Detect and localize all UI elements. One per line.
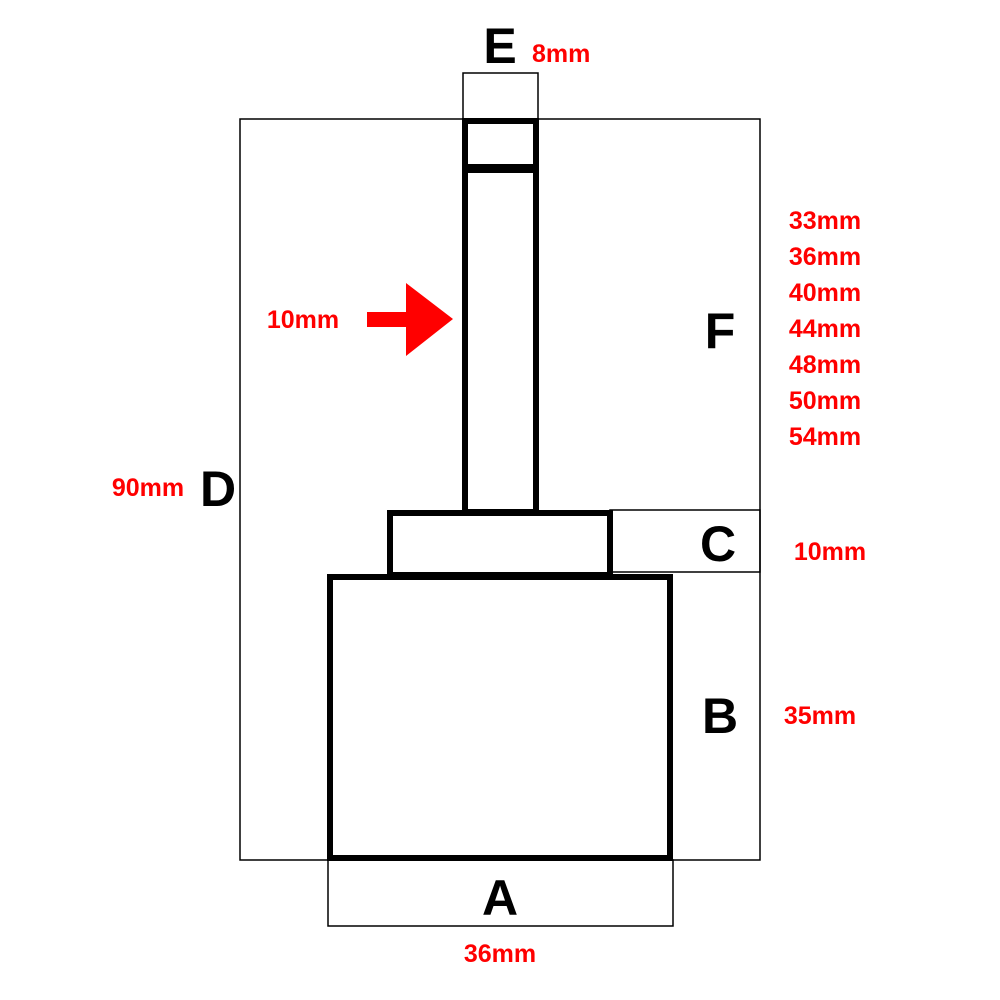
dim-a: 36mm	[464, 940, 536, 968]
dim-f-option: 36mm	[789, 243, 861, 271]
body-b	[327, 574, 673, 861]
part-outline	[327, 118, 673, 861]
dim-b: 35mm	[784, 702, 856, 730]
thin-guide-boxes	[239, 72, 761, 927]
label-a: A	[482, 870, 518, 926]
dim-f-option: 50mm	[789, 387, 861, 415]
dim-f-option: 44mm	[789, 315, 861, 343]
shaft	[462, 167, 539, 515]
c-height-box	[609, 509, 761, 573]
dim-d: 90mm	[112, 474, 184, 502]
label-b: B	[702, 688, 738, 744]
dim-f-option: 40mm	[789, 279, 861, 307]
cap-segment	[462, 118, 539, 170]
dim-f-option: 33mm	[789, 207, 861, 235]
label-f: F	[705, 303, 736, 359]
e-width-box	[462, 72, 539, 120]
dim-shaft: 10mm	[267, 306, 339, 334]
dim-c: 10mm	[794, 538, 866, 566]
dim-f-list: 33mm 36mm 40mm 44mm 48mm 50mm 54mm	[789, 207, 861, 451]
arrow-icon	[367, 283, 453, 356]
label-d: D	[200, 461, 236, 517]
dim-f-option: 48mm	[789, 351, 861, 379]
collar-c	[387, 510, 613, 578]
outer-frame-d	[239, 118, 761, 861]
dim-e: 8mm	[532, 40, 590, 68]
dim-f-option: 54mm	[789, 423, 861, 451]
label-e: E	[483, 18, 516, 74]
label-c: C	[700, 516, 736, 572]
